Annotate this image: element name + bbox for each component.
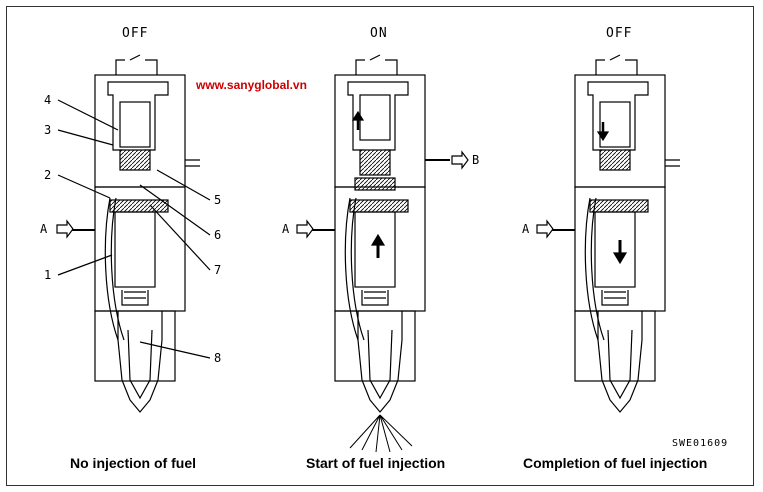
callout-7: 7 — [214, 263, 222, 277]
caption-completion-injection: Completion of fuel injection — [523, 455, 708, 471]
figure-code: SWE01609 — [672, 438, 729, 449]
injector-panel-1 — [56, 54, 211, 413]
callout-6: 6 — [214, 228, 222, 242]
watermark: www.sanyglobal.vn — [196, 78, 307, 92]
inlet-label-2: A — [282, 222, 290, 236]
caption-start-injection: Start of fuel injection — [306, 455, 446, 471]
callout-5: 5 — [214, 193, 222, 207]
injector-panel-3 — [536, 54, 680, 413]
figure-frame — [6, 6, 754, 486]
panel-3-state: OFF — [606, 26, 633, 41]
callout-3: 3 — [44, 123, 52, 137]
inlet-label-1: A — [40, 222, 48, 236]
callout-1: 1 — [44, 268, 52, 282]
panel-2-state: ON — [370, 26, 388, 41]
injector-panel-2 — [296, 54, 469, 453]
callout-4: 4 — [44, 93, 52, 107]
inlet-label-3: A — [522, 222, 530, 236]
return-label: B — [472, 153, 480, 167]
callout-8: 8 — [214, 351, 222, 365]
callout-2: 2 — [44, 168, 52, 182]
panel-1-state: OFF — [122, 26, 149, 41]
caption-no-injection: No injection of fuel — [70, 455, 196, 471]
